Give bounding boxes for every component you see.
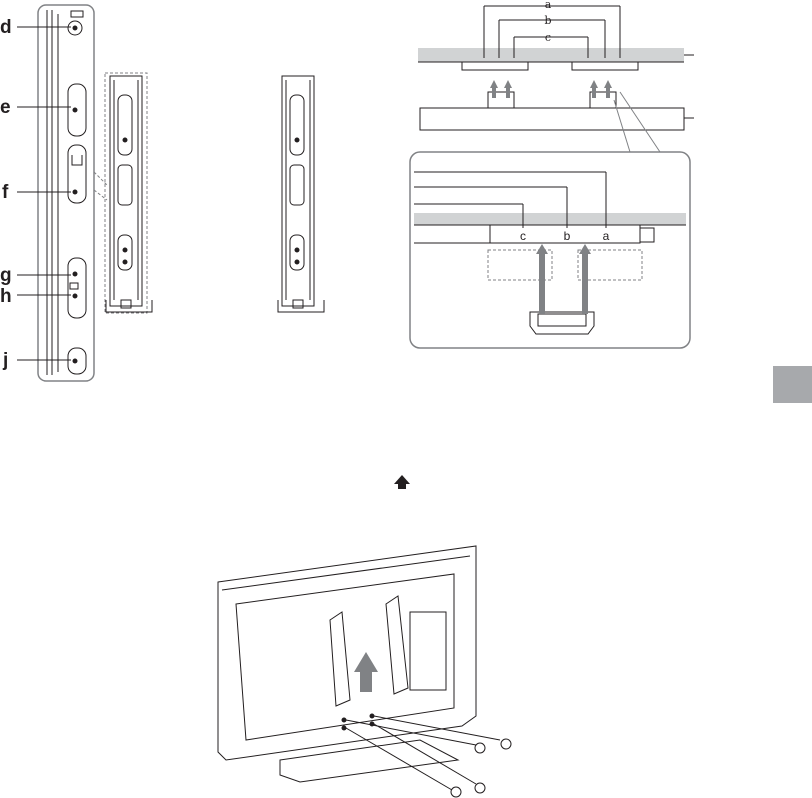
callout-e: e xyxy=(0,97,11,118)
inset-label-a: a xyxy=(603,229,610,243)
wall-mount-diagram xyxy=(418,6,694,152)
callout-h: h xyxy=(0,286,12,307)
side-panel-detail xyxy=(17,5,107,381)
inset-label-c: c xyxy=(520,229,526,243)
callout-d: d xyxy=(0,17,12,38)
up-arrow-icon xyxy=(394,475,410,489)
dim-label-b: b xyxy=(544,14,551,27)
bracket-right xyxy=(278,76,324,312)
callout-f: f xyxy=(2,182,9,203)
inset-arrows xyxy=(536,244,591,314)
dim-label-c: c xyxy=(545,31,551,44)
lift-arrows xyxy=(490,80,612,98)
dim-label-a: a xyxy=(545,0,552,11)
inset-label-b: b xyxy=(564,229,571,243)
inset-detail xyxy=(410,152,690,348)
callout-j: j xyxy=(2,350,8,371)
callout-g: g xyxy=(0,265,12,286)
bracket-left xyxy=(105,73,152,313)
